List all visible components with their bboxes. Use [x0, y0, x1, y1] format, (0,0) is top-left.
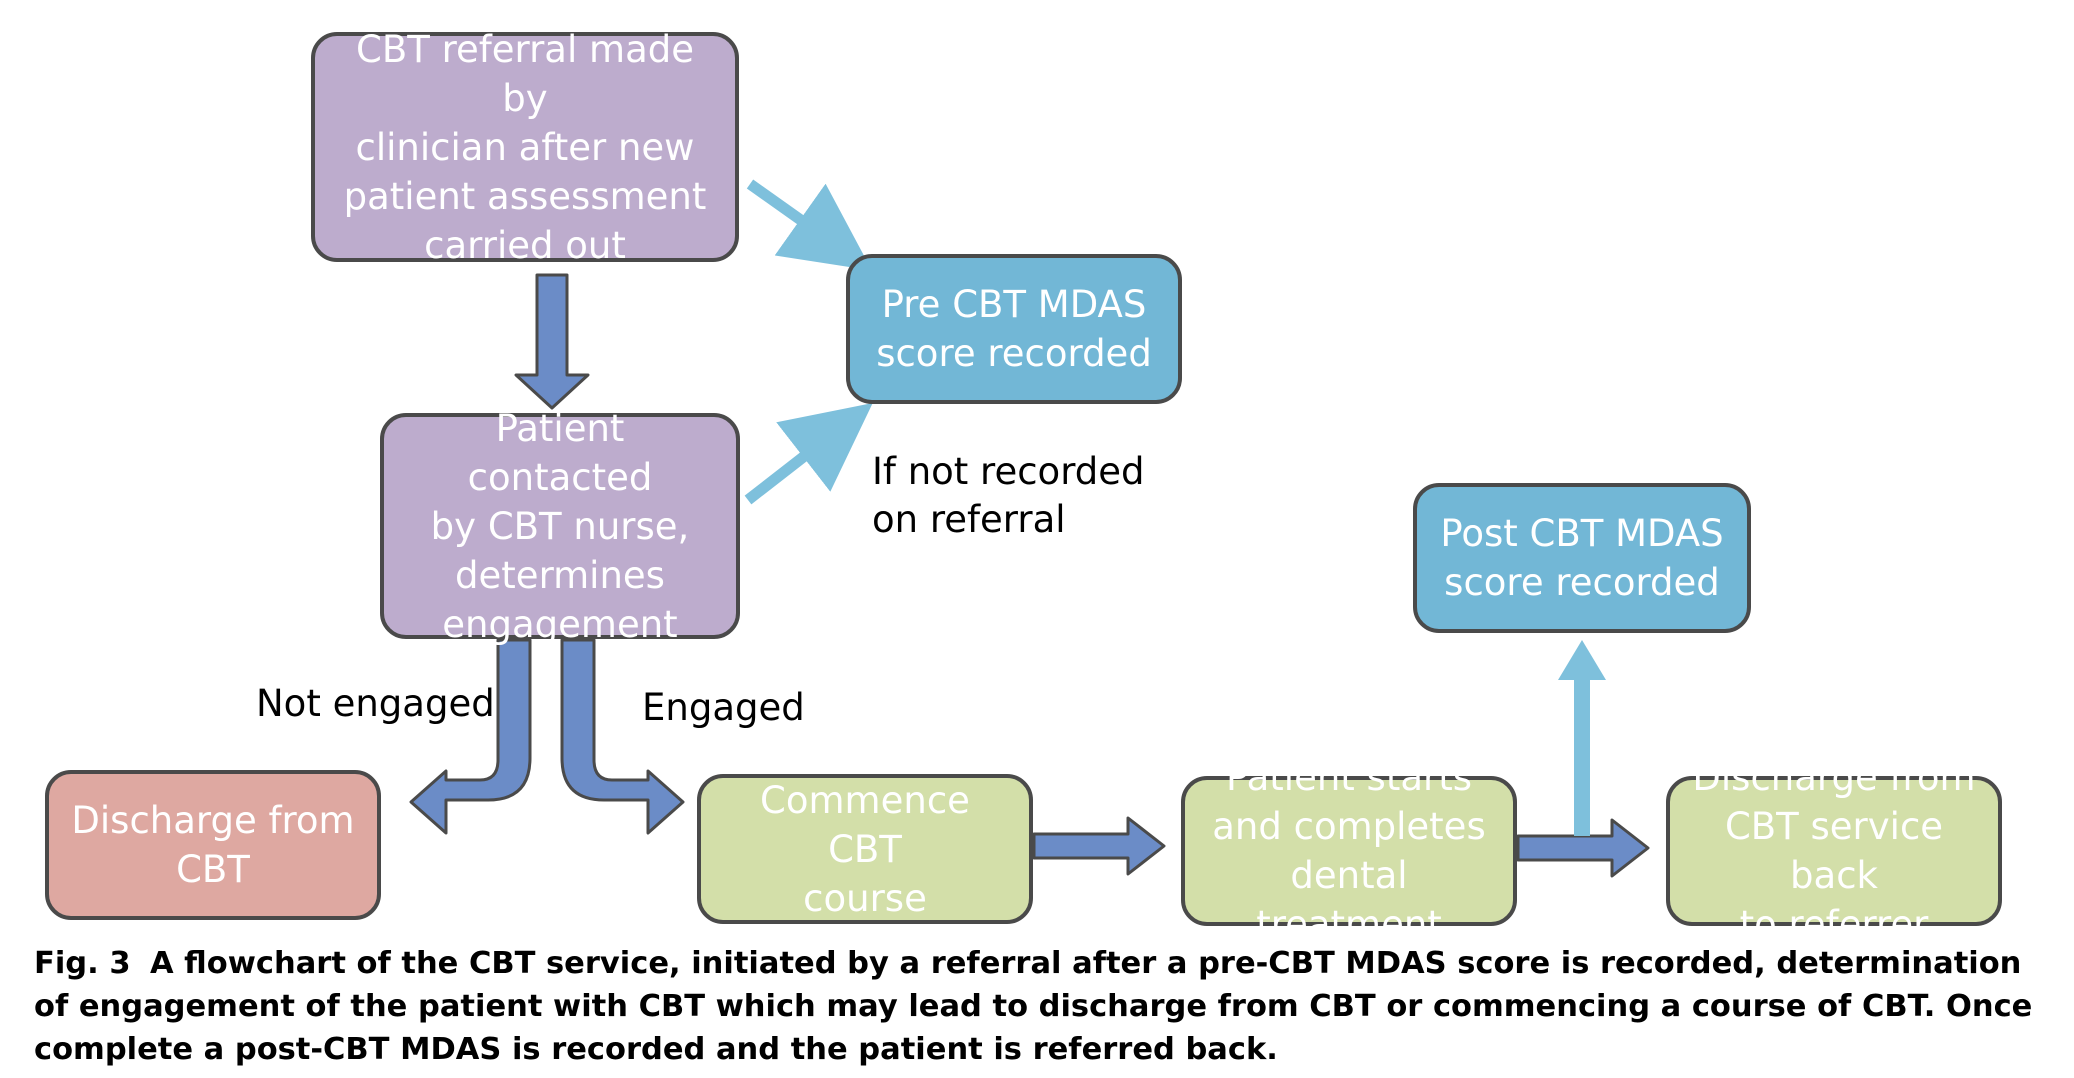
- node-contacted-text: Patient contacted by CBT nurse, determin…: [430, 406, 690, 646]
- label-not-engaged: Not engaged: [256, 682, 495, 725]
- node-referral-text: CBT referral made by clinician after new…: [343, 27, 707, 267]
- label-engaged: Engaged: [642, 686, 805, 729]
- arrow-not-engaged: [409, 638, 532, 835]
- node-commence-text: Commence CBT course: [760, 778, 970, 920]
- label-if-not-recorded: If not recorded on referral: [872, 450, 1145, 541]
- figure-caption-text: A flowchart of the CBT service, initiate…: [34, 946, 2033, 1067]
- figure-caption: Fig. 3 A flowchart of the CBT service, i…: [34, 942, 2044, 1071]
- node-discharge-referrer-text: Discharge from CBT service back to refer…: [1692, 756, 1976, 946]
- node-referral: CBT referral made by clinician after new…: [311, 28, 739, 267]
- arrow-contacted-to-pre-mdas: [744, 402, 873, 505]
- node-pre-mdas: Pre CBT MDAS score recorded: [846, 254, 1182, 404]
- node-discharge-referrer: Discharge from CBT service back to refer…: [1666, 756, 2002, 946]
- node-dental-text: Patient starts and completes dental trea…: [1212, 756, 1486, 946]
- node-dental: Patient starts and completes dental trea…: [1181, 756, 1517, 946]
- node-pre-mdas-text: Pre CBT MDAS score recorded: [876, 283, 1152, 375]
- flowchart-arrows: [409, 179, 1650, 878]
- arrow-engaged: [560, 638, 685, 835]
- node-post-mdas-text: Post CBT MDAS score recorded: [1440, 512, 1724, 604]
- arrow-to-post-mdas: [1558, 640, 1606, 836]
- node-commence: Commence CBT course: [697, 774, 1033, 924]
- node-contacted: Patient contacted by CBT nurse, determin…: [380, 407, 740, 646]
- node-discharge-cbt: Discharge from CBT: [45, 770, 381, 920]
- arrow-referral-to-contacted: [514, 273, 590, 410]
- node-discharge-cbt-text: Discharge from CBT: [71, 799, 355, 891]
- arrow-referral-to-pre-mdas: [746, 179, 872, 271]
- figure-number: Fig. 3: [34, 946, 131, 981]
- arrow-dental-to-discharge-referrer: [1516, 818, 1650, 878]
- node-post-mdas: Post CBT MDAS score recorded: [1413, 483, 1751, 633]
- arrow-commence-to-dental: [1032, 816, 1166, 876]
